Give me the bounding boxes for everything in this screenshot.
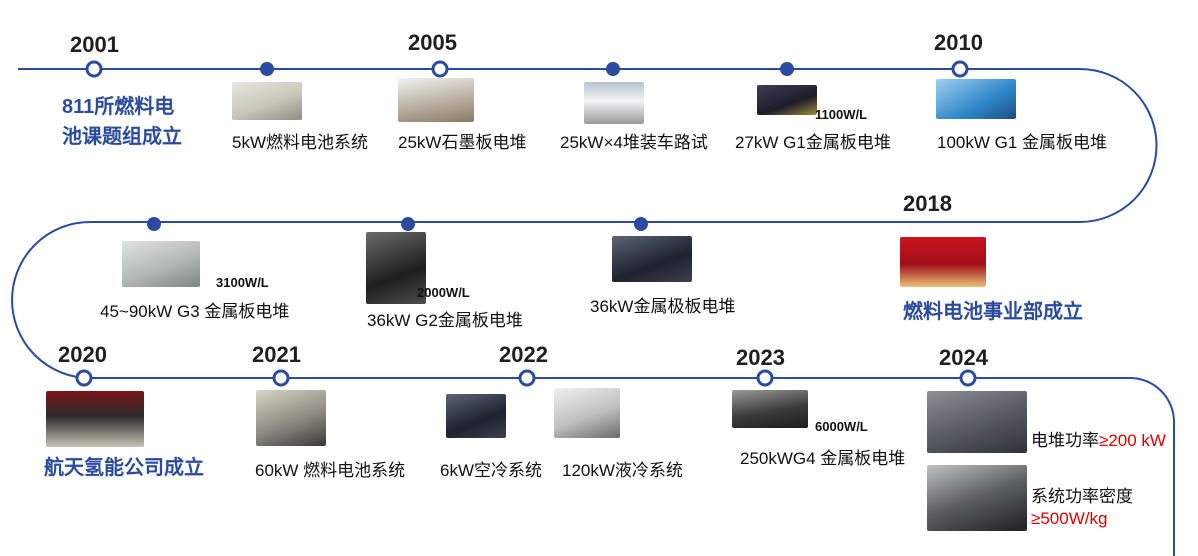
caption-250kw: 250kWG4 金属板电堆 [740,449,906,468]
node-2010 [951,60,969,78]
node-27kw [780,62,794,76]
node-2023 [756,369,774,387]
image-2024-system [927,465,1027,531]
caption-36kw-g2: 36kW G2金属板电堆 [367,311,523,330]
image-60kw-system [256,390,326,446]
node-45-90kw [147,217,161,231]
milestone-2018: 燃料电池事业部成立 [903,301,1083,323]
node-25x4 [606,62,620,76]
year-2010: 2010 [934,30,983,55]
node-2021 [272,369,290,387]
spec-27kw: 1100W/L [815,107,868,122]
image-250kw-g4-stack [732,390,808,428]
caption-25kw: 25kW石墨板电堆 [398,133,527,152]
spec-36kw-g2: 2000W/L [417,285,470,300]
image-27kw-stack [757,85,817,115]
image-25kw-graphite-stack [398,78,474,122]
milestone-2001-line2: 池课题组成立 [62,126,182,148]
node-2024 [959,369,977,387]
caption-27kw: 27kW G1金属板电堆 [735,133,891,152]
year-2021: 2021 [252,342,301,367]
image-36kw-metal-stack [612,236,692,282]
year-2023: 2023 [736,345,785,370]
image-120kw-liquid-cooled [554,388,620,438]
value-2024-system-density: ≥500W/kg [1031,509,1108,528]
spec-45-90kw: 3100W/L [216,275,269,290]
image-45-90kw-stack [122,241,200,287]
year-2024: 2024 [939,345,988,370]
node-2020 [75,369,93,387]
label-2024-system-density: 系统功率密度 [1031,487,1133,506]
image-2018-ceremony [900,237,986,287]
node-2001 [85,60,103,78]
image-6kw-air-cooled [446,394,506,438]
caption-2024-stack: 电堆功率≥200 kW [1031,426,1166,451]
caption-45-90kw: 45~90kW G3 金属板电堆 [100,302,290,321]
spec-250kw: 6000W/L [815,419,868,434]
node-2022 [518,369,536,387]
image-2024-stack [927,391,1027,453]
image-2020-company [46,391,144,447]
node-5kw [260,62,274,76]
caption-60kw: 60kW 燃料电池系统 [255,461,406,480]
milestone-2020: 航天氢能公司成立 [44,457,204,479]
caption-120kw: 120kW液冷系统 [562,461,683,480]
node-2005 [431,60,449,78]
track-line [11,68,1175,556]
year-2020: 2020 [58,342,107,367]
image-vehicle-test [584,82,644,124]
image-36kw-g2-stack [366,232,426,304]
node-36g2 [401,217,415,231]
milestone-2001-line1: 811所燃料电 [62,96,175,118]
year-2018: 2018 [903,191,952,216]
caption-36kw-metal: 36kW金属极板电堆 [590,297,736,316]
node-36metal [634,217,648,231]
caption-6kw: 6kW空冷系统 [440,461,542,480]
image-100kw-stack [936,79,1016,119]
image-5kw-system [232,82,302,120]
year-2005: 2005 [408,30,457,55]
year-2022: 2022 [499,342,548,367]
label-2024-stack-power: 电堆功率 [1031,431,1099,450]
caption-25x4: 25kW×4堆装车路试 [560,133,708,152]
milestone-2001: 811所燃料电 池课题组成立 [62,92,182,152]
value-2024-stack-power: ≥200 kW [1099,431,1166,450]
caption-5kw: 5kW燃料电池系统 [232,133,368,152]
caption-100kw: 100kW G1 金属板电堆 [937,133,1108,152]
year-2001: 2001 [70,32,119,57]
